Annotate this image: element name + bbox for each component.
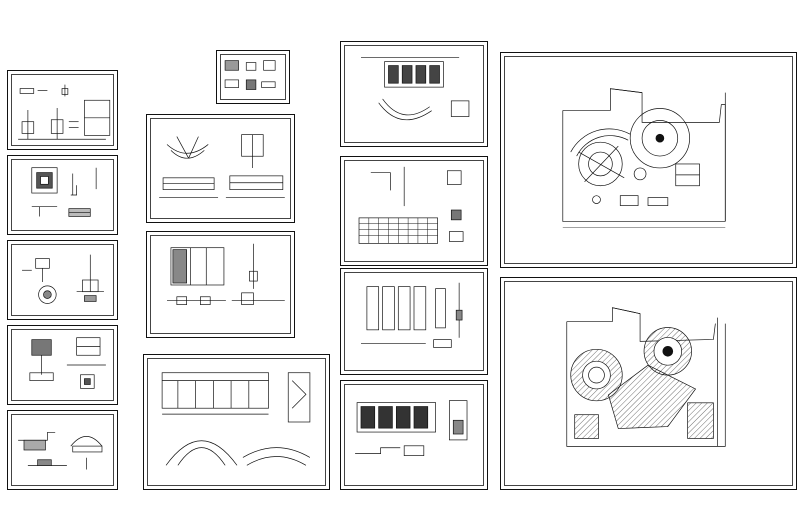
drawing-sheet-detail-sections[interactable] [7,70,118,150]
drawing-sheet-floor-plan-layout[interactable] [500,52,797,268]
drawing-sheet-small-details[interactable] [216,50,290,104]
drawing-linework [18,84,111,140]
drawing-linework [224,60,276,90]
drawing-linework [167,243,285,305]
drawing-sheet-elevation-and-arc-plans[interactable] [143,354,330,490]
drawing-linework [18,432,103,470]
drawing-sheet-foundation-details[interactable] [7,325,118,405]
drawing-sheet-square-detail-plan[interactable] [7,155,118,235]
drawing-linework [29,337,106,389]
drawing-sheet-wall-footing-details[interactable] [7,410,118,490]
drawing-linework [355,400,468,456]
drawing-linework [22,254,104,304]
drawing-linework [358,166,464,244]
drawing-sheet-plan-and-sections[interactable] [146,231,295,338]
drawing-linework [562,88,726,228]
drawing-sheet-panel-elevations[interactable] [340,268,488,375]
drawing-sheet-screen-elevation-detail[interactable] [340,156,488,266]
drawing-sheet-front-elevation-details[interactable] [340,380,488,490]
drawing-linework [161,372,311,466]
drawing-linework [566,307,726,447]
drawing-linework [31,167,97,217]
drawing-sheet-arc-and-elevation[interactable] [146,114,295,223]
drawing-linework [361,57,470,121]
drawing-linework [361,282,463,348]
drawing-sheet-facade-elevation[interactable] [340,41,488,147]
drawing-sheet-column-footing-details[interactable] [7,240,118,320]
drawing-linework [159,134,285,198]
drawing-sheet-floor-paving-plan[interactable] [500,277,797,490]
